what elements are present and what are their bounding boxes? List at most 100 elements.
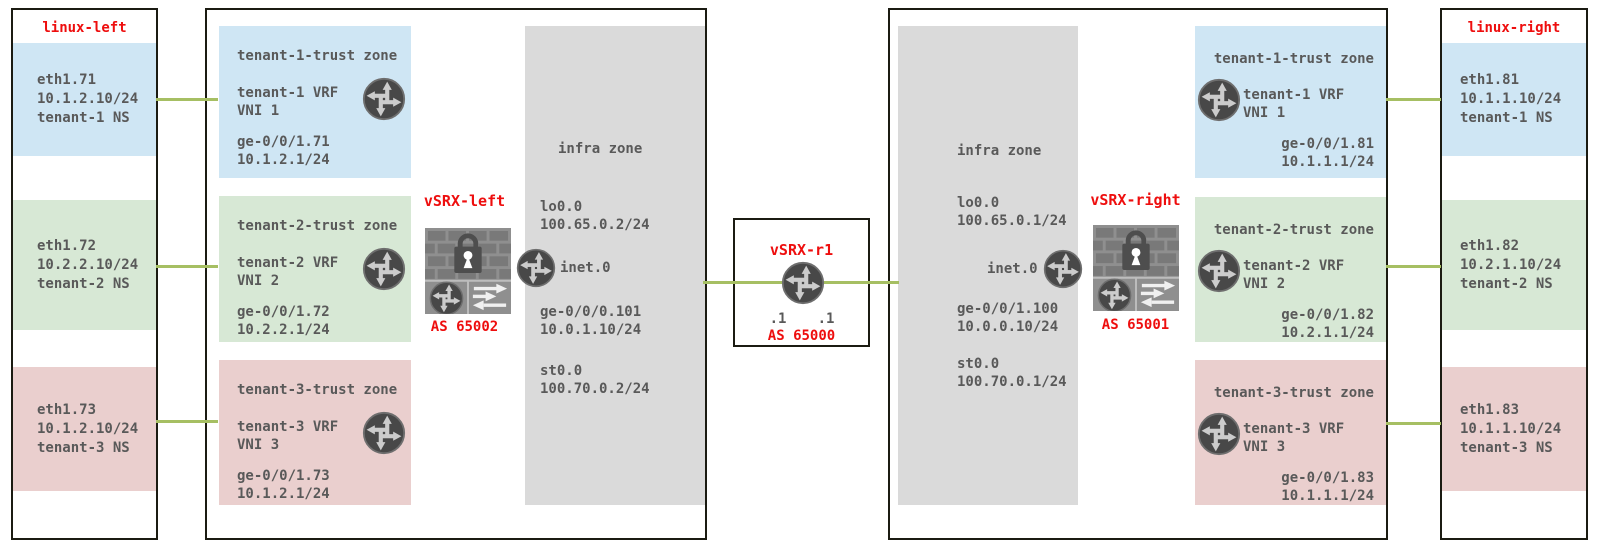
tunnel-name: st0.0 [957,356,1000,372]
loopback-name: lo0.0 [957,195,1000,211]
link-vsrxright-linuxright-tenant3 [1386,422,1441,425]
linux-left-eth73-segment: eth1.73 10.1.2.10/24 tenant-3 NS [13,367,156,491]
tunnel-name: st0.0 [540,363,583,379]
interface-name: eth1.82 [1460,237,1520,254]
inet-router-icon [516,248,556,288]
interface-name: eth1.72 [37,237,97,254]
zone-vni: VNI 3 [237,437,280,453]
loopback-ip: 100.65.0.1/24 [957,213,1067,229]
interface-namespace: tenant-1 NS [37,110,130,126]
interface-ip: 10.2.1.10/24 [1460,256,1562,273]
vsrx-right-infra-zone: infra zone lo0.0 100.65.0.1/24 inet.0 ge… [898,26,1078,505]
vsrx-left-name: vSRX-left [423,192,506,210]
infra-zone-title: infra zone [558,141,643,157]
vsrx-r1-name: vSRX-r1 [769,241,834,259]
vsrx-left-infra-zone: infra zone lo0.0 100.65.0.2/24 inet.0 ge… [525,26,705,505]
link-vsrxright-linuxright-tenant2 [1386,265,1441,268]
loopback-name: lo0.0 [540,199,583,215]
vsrx-r1-left-ip-label: .1 [769,311,787,327]
zone-title: tenant-3-trust zone [237,382,398,398]
tunnel-ip: 100.70.0.2/24 [540,381,650,397]
routing-table: inet.0 [987,261,1038,277]
vsrx-right-asn: AS 65001 [1101,317,1170,333]
zone-ip: 10.1.1.1/24 [1281,488,1374,504]
router-icon [1197,249,1241,293]
link-linuxleft-tenant1 [156,98,218,101]
vsrx-right-device-box: infra zone lo0.0 100.65.0.1/24 inet.0 ge… [888,8,1388,540]
zone-title: tenant-3-trust zone [1213,385,1374,401]
zone-vrf: tenant-3 VRF [237,419,339,435]
linux-right-eth83-segment: eth1.83 10.1.1.10/24 tenant-3 NS [1442,367,1586,491]
linux-right-eth82-segment: eth1.82 10.2.1.10/24 tenant-2 NS [1442,200,1586,330]
vsrx-r1-router-icon [781,261,825,305]
vsrx-right-name: vSRX-right [1090,191,1181,209]
linux-left-host-box: linux-left eth1.71 10.1.2.10/24 tenant-1… [11,8,158,540]
vsrx-right-tenant-3-zone: tenant-3-trust zone tenant-3 VRF VNI 3 g… [1195,360,1386,505]
zone-vni: VNI 1 [237,103,280,119]
interface-name: eth1.73 [37,401,97,418]
link-vsrxright-linuxright-tenant1 [1386,98,1441,101]
zone-ip: 10.1.1.1/24 [1281,154,1374,170]
link-linuxleft-tenant2 [156,265,218,268]
zone-vni: VNI 2 [237,273,280,289]
linux-right-title: linux-right [1467,20,1561,36]
interface-name: eth1.81 [1460,72,1520,88]
router-icon [362,247,406,291]
vsrx-left-asn: AS 65002 [430,319,499,335]
zone-title: tenant-1-trust zone [1213,51,1374,67]
vsrx-left-tenant-3-zone: tenant-3-trust zone tenant-3 VRF VNI 3 g… [219,360,411,505]
zone-ip: 10.2.2.1/24 [237,322,330,338]
linux-left-eth72-segment: eth1.72 10.2.2.10/24 tenant-2 NS [13,200,156,330]
zone-vrf: tenant-2 VRF [237,255,339,271]
interface-namespace: tenant-3 NS [1460,439,1553,456]
zone-vni: VNI 1 [1243,105,1286,121]
vsrx-right-tenant-1-zone: tenant-1-trust zone tenant-1 VRF VNI 1 g… [1195,26,1386,178]
zone-vrf: tenant-3 VRF [1243,421,1345,437]
zone-interface: ge-0/0/1.72 [237,304,330,320]
zone-interface: ge-0/0/1.71 [237,134,330,150]
uplink-name: ge-0/0/0.101 [540,304,642,320]
linux-left-title: linux-left [42,20,127,36]
router-icon [1197,78,1241,122]
zone-vrf: tenant-2 VRF [1243,258,1345,274]
uplink-ip: 10.0.0.10/24 [957,319,1059,335]
zone-interface: ge-0/0/1.81 [1281,136,1374,152]
routing-table: inet.0 [560,260,611,276]
vsrx-right-tenant-2-zone: tenant-2-trust zone tenant-2 VRF VNI 2 g… [1195,197,1386,342]
vsrx-r1-asn: AS 65000 [767,328,836,344]
zone-vni: VNI 2 [1243,276,1286,292]
zone-vrf: tenant-1 VRF [1243,87,1345,103]
router-icon [1197,412,1241,456]
link-linuxleft-tenant3 [156,420,218,423]
infra-zone-title: infra zone [957,143,1042,159]
zone-title: tenant-1-trust zone [237,48,398,64]
inet-router-icon [1043,249,1083,289]
router-icon [362,77,406,121]
zone-ip: 10.2.1.1/24 [1281,325,1374,341]
vsrx-right-firewall-icon [1092,225,1180,311]
zone-ip: 10.1.2.1/24 [237,152,330,168]
interface-ip: 10.2.2.10/24 [37,256,139,273]
interface-namespace: tenant-2 NS [37,275,130,292]
loopback-ip: 100.65.0.2/24 [540,217,650,233]
zone-interface: ge-0/0/1.73 [237,468,330,484]
uplink-name: ge-0/0/1.100 [957,301,1059,317]
interface-ip: 10.1.1.10/24 [1460,91,1562,107]
vsrx-left-device-box: tenant-1-trust zone tenant-1 VRF VNI 1 g… [205,8,707,540]
vsrx-r1-right-ip-label: .1 [817,311,835,327]
zone-interface: ge-0/0/1.83 [1281,470,1374,486]
uplink-ip: 10.0.1.10/24 [540,322,642,338]
interface-ip: 10.1.2.10/24 [37,420,139,437]
linux-left-eth71-segment: eth1.71 10.1.2.10/24 tenant-1 NS [13,43,156,156]
interface-name: eth1.71 [37,72,97,88]
router-icon [362,411,406,455]
zone-vni: VNI 3 [1243,439,1286,455]
zone-vrf: tenant-1 VRF [237,85,339,101]
interface-namespace: tenant-2 NS [1460,275,1553,292]
interface-ip: 10.1.2.10/24 [37,91,139,107]
interface-name: eth1.83 [1460,401,1520,418]
tunnel-ip: 100.70.0.1/24 [957,374,1067,390]
linux-right-eth81-segment: eth1.81 10.1.1.10/24 tenant-1 NS [1442,43,1586,156]
interface-namespace: tenant-1 NS [1460,110,1553,126]
